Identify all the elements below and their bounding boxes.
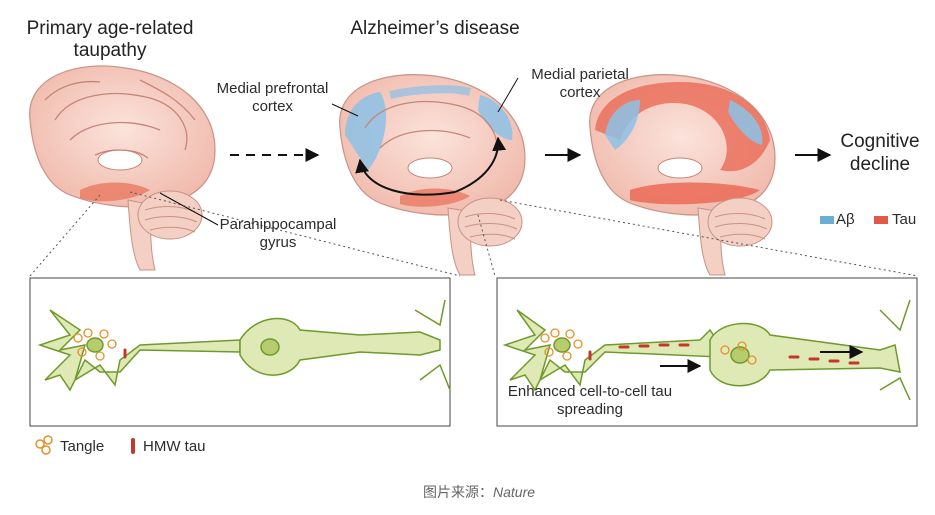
brain-late-ad	[589, 74, 776, 276]
label-medial-parietal: Medial parietal cortex	[531, 66, 629, 101]
figure-caption: 图片来源：Nature	[423, 482, 535, 502]
caption-source: Nature	[493, 484, 536, 500]
hmw-tau-marks	[123, 343, 860, 365]
brain-ad	[339, 74, 526, 276]
abeta-swatch	[820, 216, 834, 224]
tangle-legend-icon	[35, 435, 53, 455]
neurons-part	[37, 299, 451, 392]
label-parahippocampal: Parahippocampal gyrus	[219, 216, 337, 251]
legend-abeta-text: Aβ	[836, 211, 855, 228]
legend-tau-text: Tau	[892, 211, 917, 228]
tangles-left	[73, 328, 117, 361]
caption-prefix: 图片来源：	[423, 484, 493, 500]
label-enhanced-spreading: Enhanced cell-to-cell tau spreading	[507, 383, 673, 418]
label-cognitive-decline: Cognitive decline	[840, 131, 920, 175]
label-medial-prefrontal: Medial prefrontal cortex	[216, 80, 329, 115]
brain-part	[29, 65, 216, 271]
title-ad: Alzheimer’s disease	[350, 18, 520, 39]
legend-tau: Tau	[864, 211, 916, 229]
legend-hmw-text: HMW tau	[143, 438, 206, 455]
legend-tangle-text: Tangle	[60, 438, 105, 455]
tangles-right	[540, 328, 757, 365]
legend-abeta: Aβ	[810, 211, 855, 229]
title-part: Primary age-related taupathy	[26, 18, 194, 61]
tau-swatch	[874, 216, 888, 224]
neurons-ad	[502, 299, 911, 401]
